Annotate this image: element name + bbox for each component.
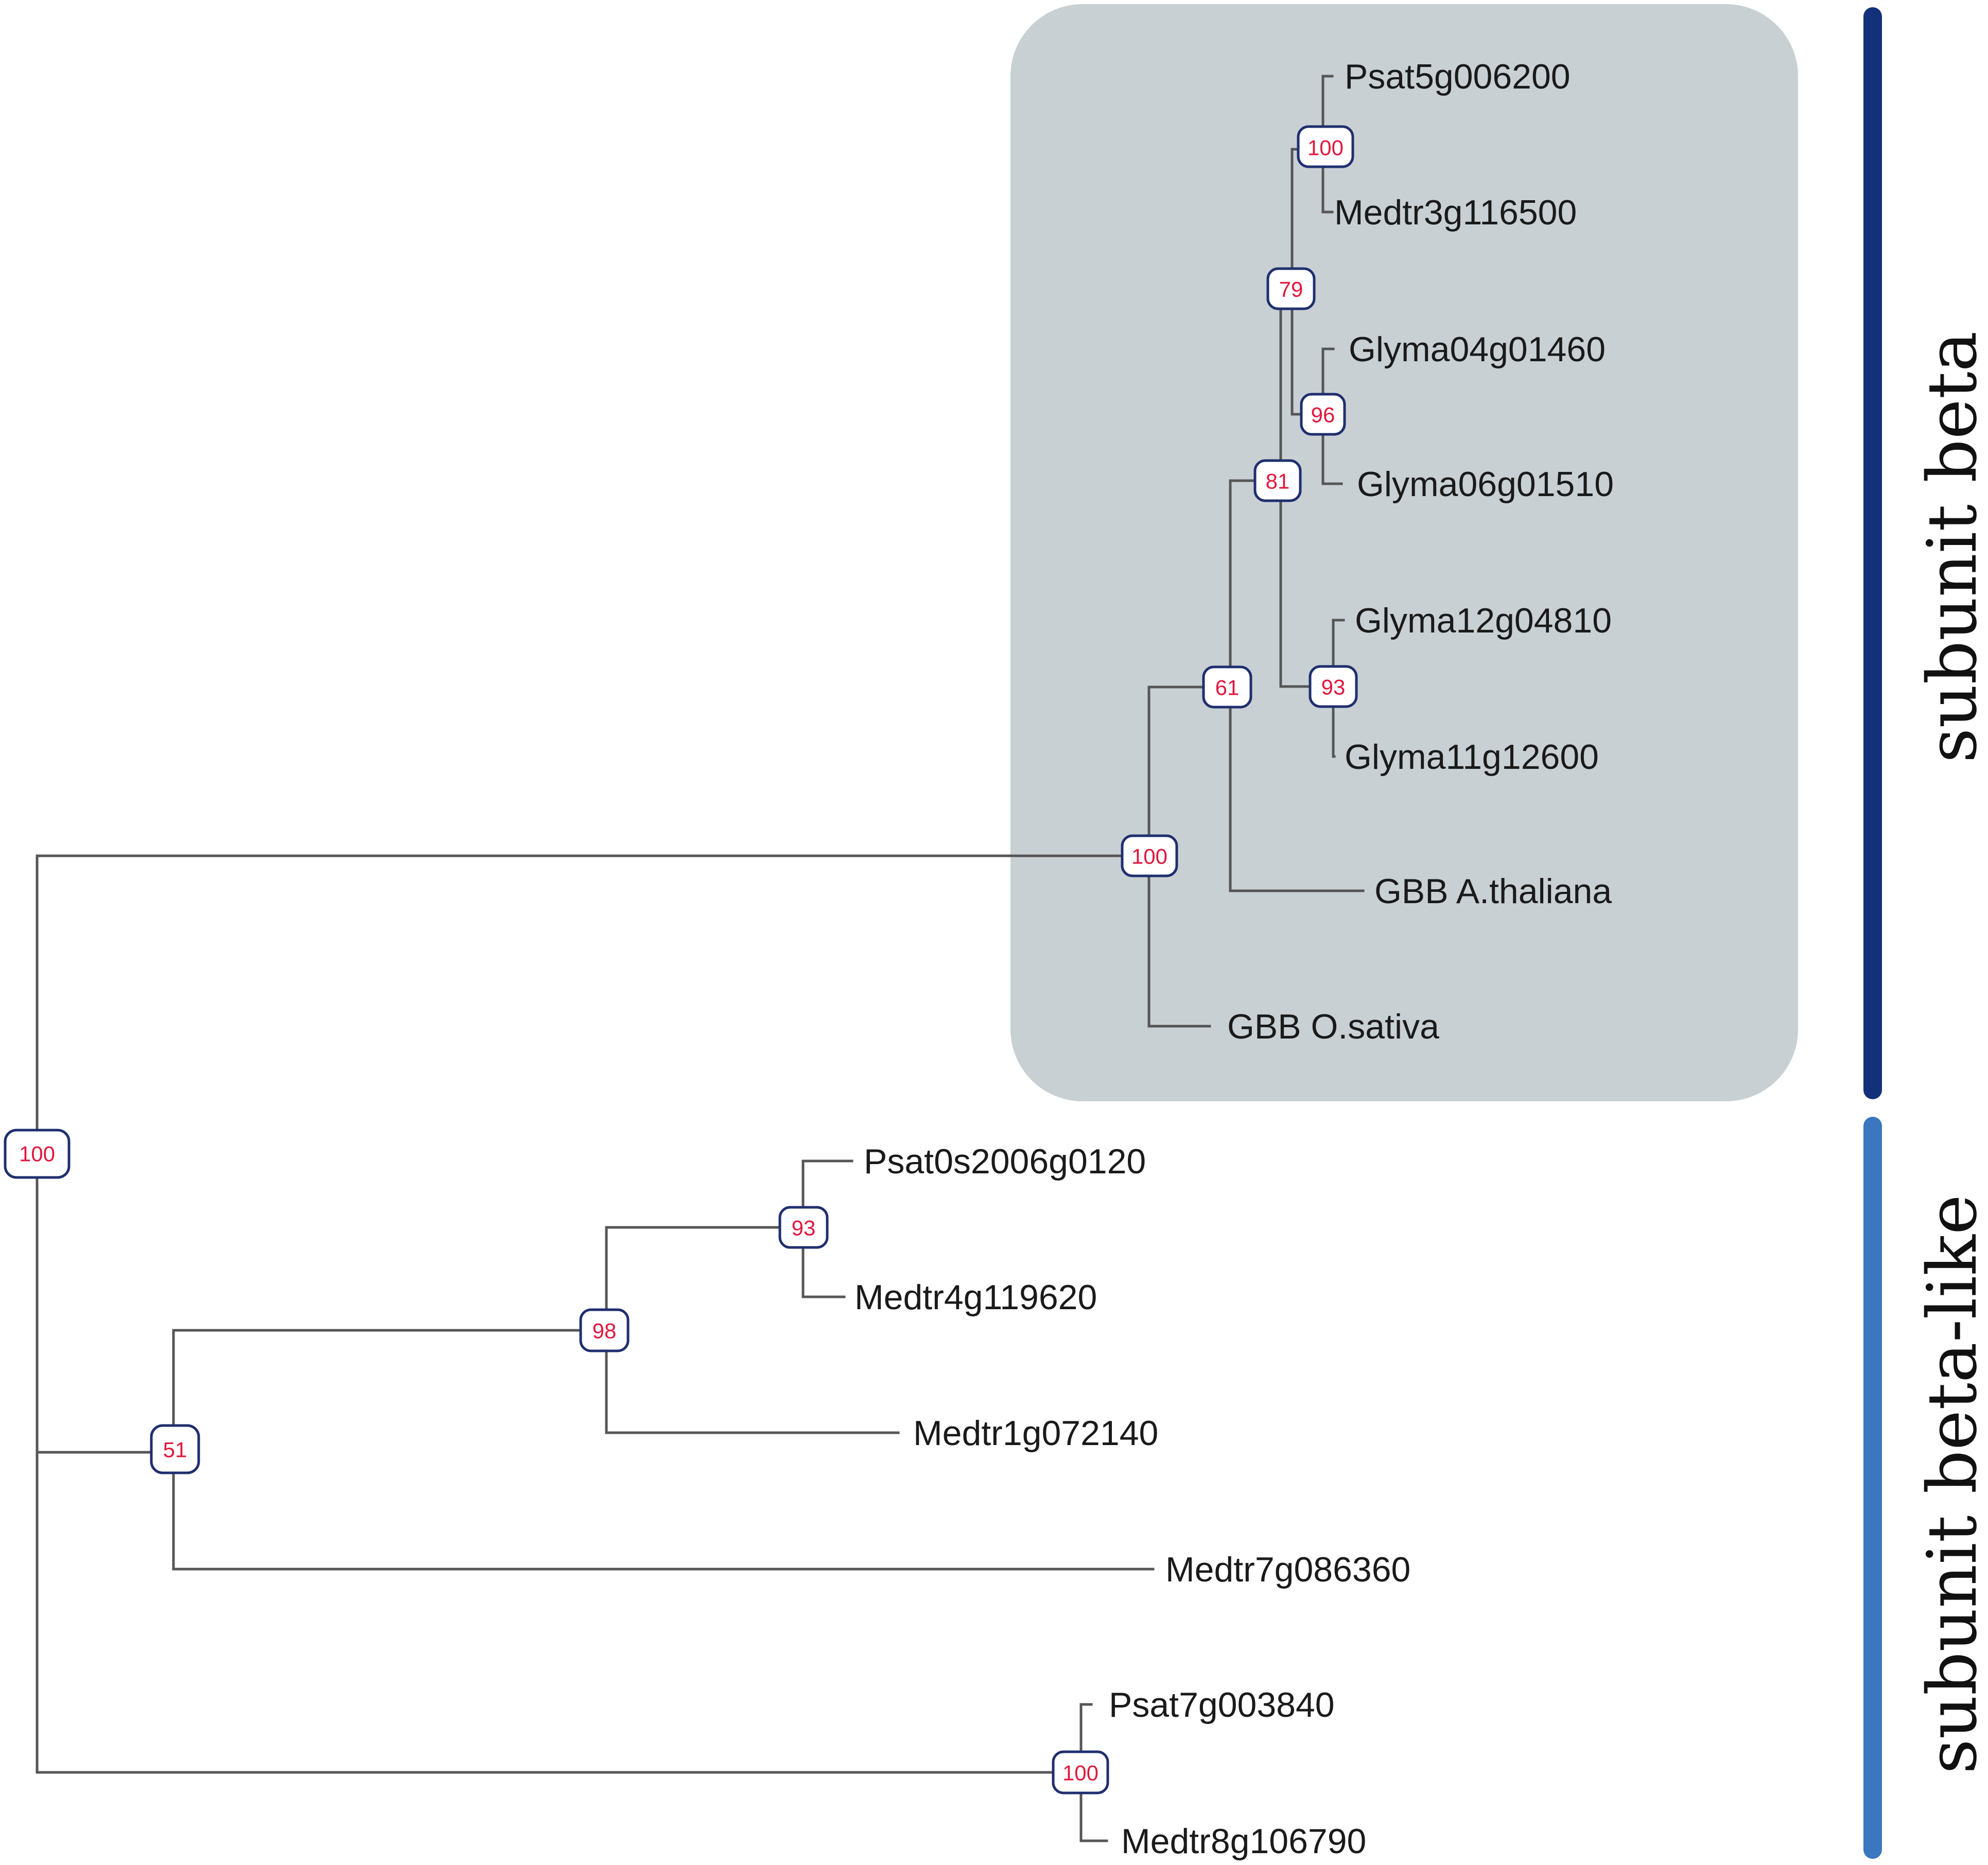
support-node: 51 [150, 1424, 200, 1474]
leaf-label: Medtr4g119620 [855, 1278, 1097, 1317]
support-node: 79 [1266, 267, 1316, 310]
leaf-label: Glyma11g12600 [1345, 737, 1599, 777]
support-value: 61 [1215, 676, 1240, 700]
support-value: 93 [792, 1216, 816, 1240]
leaf-label: Psat7g003840 [1109, 1685, 1335, 1725]
subunit-beta-like-label: subunit beta-like [1913, 1194, 1988, 1774]
support-value: 81 [1266, 469, 1290, 494]
leaf-label: Medtr7g086360 [1165, 1550, 1410, 1589]
support-node: 81 [1253, 459, 1302, 502]
support-node-box [579, 1308, 630, 1352]
leaf-label: Psat5g006200 [1345, 57, 1571, 96]
support-value: 100 [1131, 844, 1167, 869]
support-node-box [1202, 665, 1252, 709]
support-node: 93 [778, 1206, 829, 1249]
support-node-box [1052, 1750, 1109, 1794]
support-node-box [1309, 665, 1358, 708]
support-node-box [1297, 125, 1354, 168]
leaf-label: Glyma12g04810 [1355, 601, 1612, 640]
support-node: 100 [1297, 125, 1354, 168]
subunit-beta-label: subunit beta [1913, 331, 1988, 763]
leaf-label: Medtr3g116500 [1334, 193, 1577, 232]
support-node: 93 [1309, 665, 1358, 708]
support-nodes: 100 96 79 93 81 61 100 93 [4, 125, 1358, 1794]
leaf-label: Glyma06g01510 [1357, 465, 1614, 504]
support-node: 96 [1300, 393, 1346, 436]
support-node: 98 [579, 1308, 630, 1352]
support-node-box [1253, 459, 1302, 502]
support-node-box [4, 1129, 71, 1179]
leaf-label: GBB A.thaliana [1374, 872, 1612, 911]
support-value: 51 [163, 1438, 187, 1462]
support-value: 100 [19, 1142, 55, 1166]
leaf-label: Glyma04g01460 [1349, 330, 1606, 369]
leaf-label: Medtr8g106790 [1121, 1822, 1366, 1861]
leaf-label: Medtr1g072140 [913, 1414, 1158, 1453]
support-value: 100 [1062, 1761, 1098, 1785]
support-value: 98 [592, 1319, 617, 1343]
support-node-box [1300, 393, 1346, 436]
support-node: 100 [1121, 834, 1178, 877]
leaf-label: Psat0s2006g0120 [864, 1142, 1146, 1181]
support-value: 96 [1311, 403, 1335, 427]
leaf-label: GBB O.sativa [1227, 1007, 1439, 1046]
group-annotations: subunit beta subunit beta-like [1863, 7, 1988, 1859]
support-node-box [778, 1206, 829, 1249]
support-node: 61 [1202, 665, 1252, 709]
support-value: 79 [1279, 277, 1303, 302]
support-value: 93 [1321, 675, 1346, 699]
support-node: 100 [4, 1129, 71, 1179]
support-value: 100 [1307, 136, 1344, 160]
support-node-box [1121, 834, 1178, 877]
support-node-box [1266, 267, 1316, 310]
leaf-labels: Psat5g006200 Medtr3g116500 Glyma04g01460… [855, 57, 1614, 1861]
support-node-box [150, 1424, 200, 1474]
subunit-beta-highlight-box [1010, 4, 1798, 1101]
support-node: 100 [1052, 1750, 1109, 1794]
